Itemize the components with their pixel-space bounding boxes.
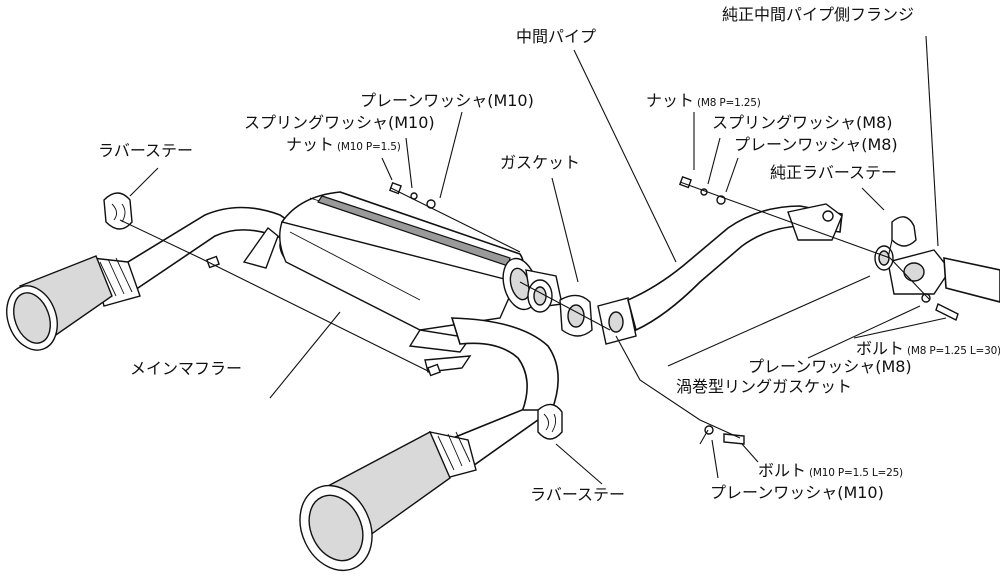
muffler-flange — [502, 257, 563, 313]
label-plain-washer-m8-bottom: プレーンワッシャ(M8) — [748, 357, 912, 376]
upper-tailpipe — [6, 206, 291, 351]
label-center-pipe: 中間パイプ — [516, 27, 597, 46]
label-spiral-ring-gasket: 渦巻型リングガスケット — [676, 377, 853, 396]
label-plain-washer-m10-top: プレーンワッシャ(M10) — [360, 91, 534, 110]
label-main-muffler: メインマフラー — [130, 359, 243, 378]
label-nut-m10: ナット(M10 P=1.5) — [286, 135, 401, 154]
label-oem-rubber-stay: 純正ラバーステー — [770, 163, 898, 182]
label-spring-washer-m10: スプリングワッシャ(M10) — [244, 113, 435, 132]
label-oem-center-pipe-flange: 純正中間パイプ側フランジ — [722, 5, 915, 24]
leader-lines — [129, 35, 947, 485]
label-nut-m8: ナット(M8 P=1.25) — [646, 91, 761, 110]
label-rubber-stay-bottom: ラバーステー — [530, 485, 626, 504]
rubber-stay-parts — [103, 192, 563, 440]
label-rubber-stay-left: ラバーステー — [98, 141, 194, 160]
oem-flange-part — [874, 216, 1000, 303]
lower-tailpipe — [299, 317, 559, 572]
label-bolt-m10: ボルト(M10 P=1.5 L=25) — [758, 461, 903, 480]
muffler-body — [206, 191, 524, 377]
label-bolt-m8: ボルト(M8 P=1.25 L=30) — [856, 339, 1000, 358]
gasket-part — [559, 294, 593, 337]
assembly-lines — [119, 181, 931, 439]
label-plain-washer-m8-top: プレーンワッシャ(M8) — [734, 135, 898, 154]
center-pipe-part — [597, 203, 843, 345]
label-gasket: ガスケット — [500, 153, 581, 172]
label-spring-washer-m8: スプリングワッシャ(M8) — [712, 113, 893, 132]
label-plain-washer-m10-bottom: プレーンワッシャ(M10) — [710, 483, 884, 502]
